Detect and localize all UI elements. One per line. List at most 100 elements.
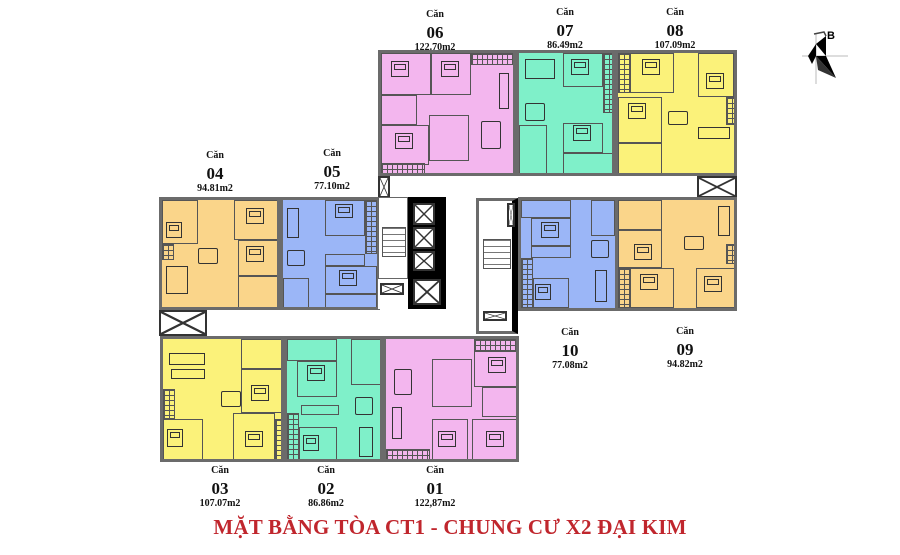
bed-icon xyxy=(166,222,182,238)
stairs-icon xyxy=(483,239,511,269)
dining-table-icon xyxy=(221,391,241,407)
lift-shaft xyxy=(413,203,435,225)
storage xyxy=(519,125,547,173)
unit-06-floorplan[interactable] xyxy=(378,50,516,176)
balcony xyxy=(365,200,377,254)
storage xyxy=(591,200,615,236)
kitchen xyxy=(432,359,472,407)
unit-label-05: Căn 05 77.10m2 xyxy=(314,148,350,192)
bed-icon xyxy=(634,244,652,260)
unit-03-floorplan[interactable] xyxy=(160,336,284,462)
bedroom xyxy=(241,369,281,413)
bed-icon xyxy=(640,274,658,290)
bed-icon xyxy=(441,61,459,77)
sofa-icon xyxy=(698,127,730,139)
service-shaft xyxy=(380,283,404,295)
bathroom xyxy=(521,200,571,218)
bedroom xyxy=(472,419,516,459)
bedroom xyxy=(163,419,203,459)
dining-table-icon xyxy=(591,240,609,258)
balcony xyxy=(386,449,430,459)
bedroom xyxy=(630,268,674,308)
balcony xyxy=(162,244,174,260)
bed-icon xyxy=(251,385,269,401)
dining-table-icon xyxy=(198,248,218,264)
bed-icon xyxy=(571,59,589,75)
unit-label-03: Căn 03 107.07m2 xyxy=(199,465,241,509)
unit-label-09: Căn 09 94.82m2 xyxy=(667,326,703,370)
dining-table-icon xyxy=(684,236,704,250)
bed-icon xyxy=(246,208,264,224)
sofa-icon xyxy=(595,270,607,302)
sofa-icon xyxy=(169,353,205,365)
bed-icon xyxy=(391,61,409,77)
bed-icon xyxy=(488,357,506,373)
bedroom xyxy=(234,200,277,240)
dining-table-icon xyxy=(355,397,373,415)
bedroom xyxy=(162,200,198,244)
unit-02-floorplan[interactable] xyxy=(284,336,383,462)
core-right xyxy=(476,198,518,334)
bed-icon xyxy=(628,103,646,119)
balcony xyxy=(275,419,281,459)
unit-10-floorplan[interactable] xyxy=(518,197,618,311)
stairs-icon xyxy=(382,227,406,257)
sofa-icon xyxy=(392,407,402,439)
bed-icon xyxy=(438,431,456,447)
sofa-icon xyxy=(359,427,373,457)
unit-04-floorplan[interactable] xyxy=(159,197,280,310)
unit-07-floorplan[interactable] xyxy=(516,50,615,176)
balcony xyxy=(287,413,299,459)
sofa-icon xyxy=(171,369,205,379)
bed-icon xyxy=(541,222,559,238)
storage xyxy=(283,278,309,307)
lift-shaft xyxy=(413,251,435,271)
kitchen xyxy=(301,405,339,415)
sofa-icon xyxy=(525,59,555,79)
dining-table-icon xyxy=(394,369,412,395)
bed-icon xyxy=(339,270,357,286)
core-left xyxy=(378,197,446,309)
bedroom xyxy=(299,427,337,459)
dining-table-icon xyxy=(668,111,688,125)
bedroom xyxy=(531,218,571,246)
bedroom xyxy=(325,266,377,294)
unit-label-07: Căn 07 86.49m2 xyxy=(547,7,583,51)
unit-05-floorplan[interactable] xyxy=(280,197,380,310)
balcony xyxy=(618,268,630,308)
bedroom xyxy=(297,361,337,397)
unit-08-floorplan[interactable] xyxy=(615,50,737,176)
kitchen xyxy=(429,115,469,161)
bedroom xyxy=(533,278,569,308)
bathroom xyxy=(287,339,337,361)
balcony xyxy=(603,53,612,113)
balcony xyxy=(726,97,734,125)
bedroom xyxy=(696,268,734,308)
dining-table-icon xyxy=(525,103,545,121)
bathroom xyxy=(241,339,281,369)
unit-label-01: Căn 01 122,87m2 xyxy=(414,465,456,509)
bedroom xyxy=(563,53,603,87)
sofa-icon xyxy=(287,208,299,238)
service-shaft xyxy=(483,311,507,321)
north-arrow-compass-icon: B xyxy=(800,26,850,86)
storage xyxy=(351,339,380,385)
bed-icon xyxy=(307,365,325,381)
bed-icon xyxy=(486,431,504,447)
bedroom xyxy=(618,230,662,268)
balcony xyxy=(521,258,533,308)
lift-shaft xyxy=(413,279,441,305)
unit-label-06: Căn 06 122.70m2 xyxy=(414,9,456,53)
unit-09-floorplan[interactable] xyxy=(615,197,737,311)
bed-icon xyxy=(706,73,724,89)
bed-icon xyxy=(642,59,660,75)
sofa-icon xyxy=(166,266,188,294)
dining-table-icon xyxy=(481,121,501,149)
bathroom xyxy=(381,95,417,125)
unit-01-floorplan[interactable] xyxy=(383,336,519,462)
bed-icon xyxy=(573,125,591,141)
sofa-icon xyxy=(718,206,730,236)
bedroom xyxy=(238,240,277,276)
sofa-icon xyxy=(499,73,509,109)
bedroom xyxy=(618,97,662,143)
